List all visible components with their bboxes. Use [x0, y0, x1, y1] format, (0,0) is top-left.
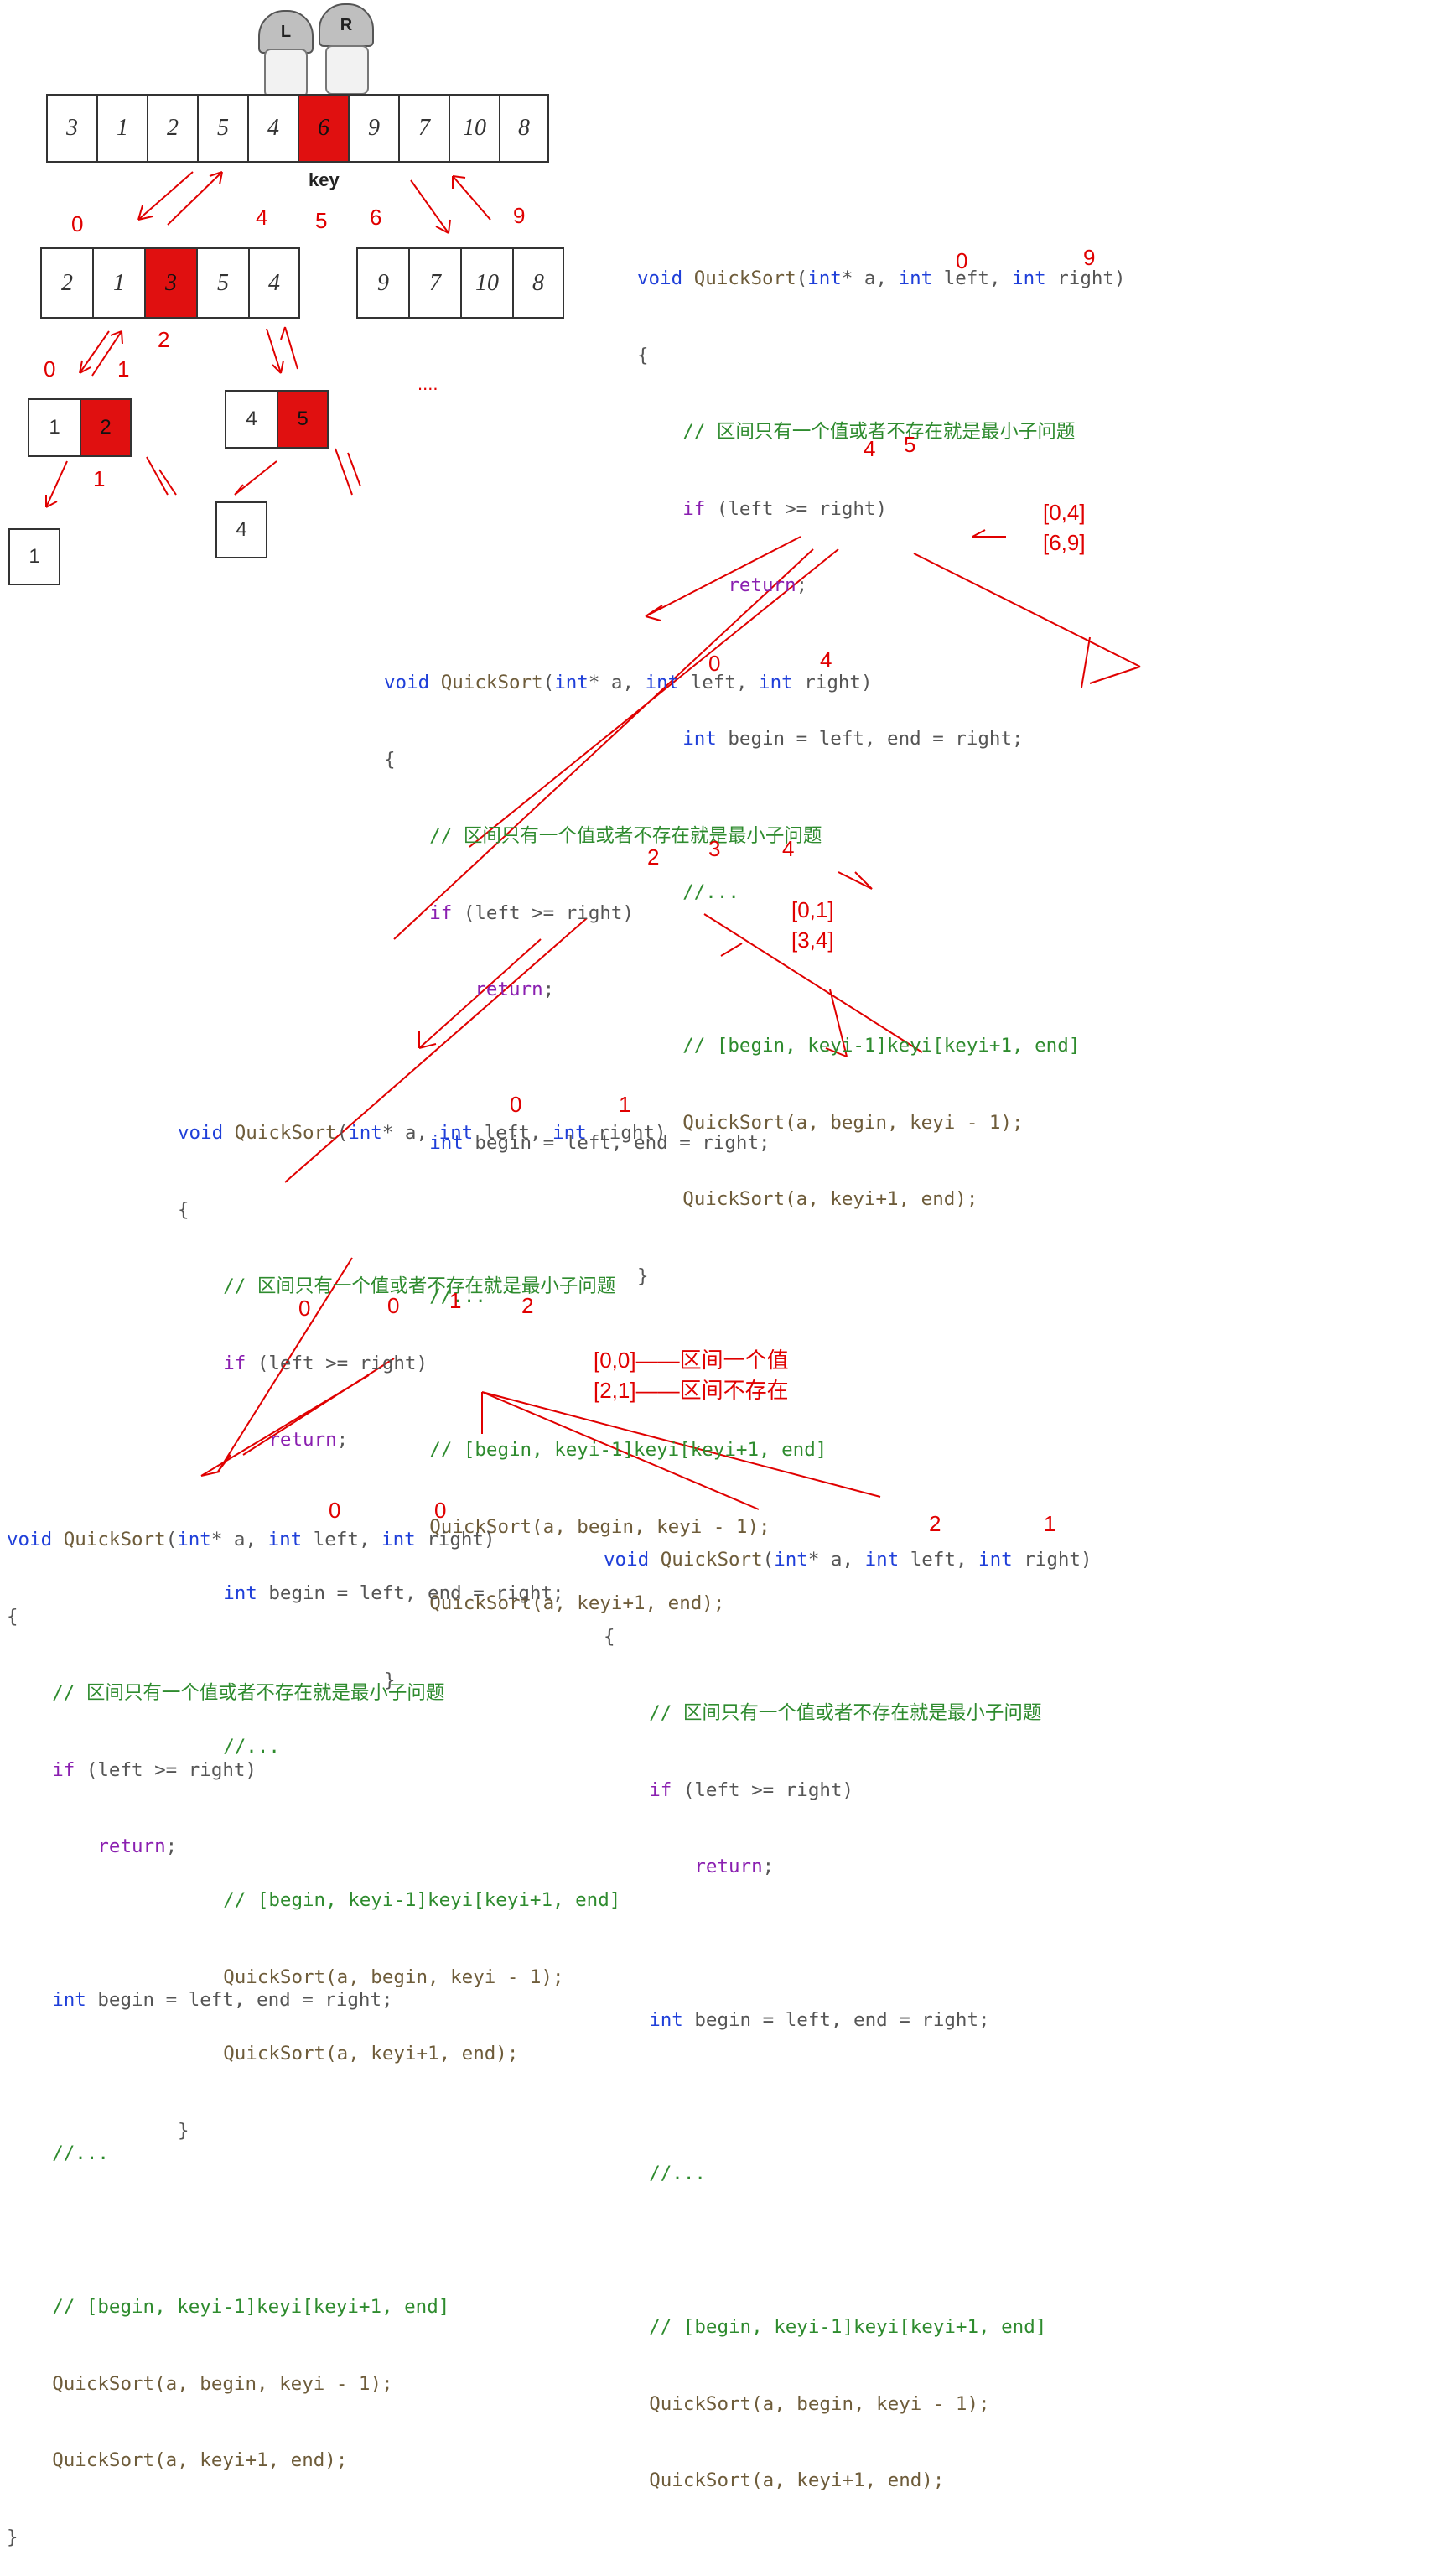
code-block-5: void QuickSort(int* a, int left, int rig…: [604, 1549, 1092, 2491]
array-cell: 5: [196, 247, 248, 319]
b3-note: 0: [387, 1293, 400, 1318]
array-cell-key: 5: [277, 390, 329, 449]
helmet-left-icon: L: [258, 10, 314, 54]
b3-note: 1: [449, 1288, 462, 1313]
top-array: 3 1 2 5 4 6 9 7 10 8: [46, 94, 549, 163]
b3-note: 0: [510, 1092, 522, 1117]
array-cell: 10: [449, 94, 499, 163]
array-cell: 2: [147, 94, 197, 163]
tree-index-l1b: 1: [93, 466, 106, 491]
b1-note: 0: [956, 248, 968, 273]
b3-note: 1: [619, 1092, 631, 1117]
code-block-1: void QuickSort(int* a, int left, int rig…: [637, 267, 1126, 1287]
array-cell-key: 3: [144, 247, 196, 319]
array-cell: 1: [28, 398, 80, 457]
b2-note: 4: [820, 647, 832, 673]
b3-note: 2: [521, 1293, 534, 1318]
b5-note: 2: [929, 1511, 941, 1536]
b1-range-right: [6,9]: [1043, 530, 1086, 555]
b3-range-left: [0,0]——区间一个值: [594, 1348, 789, 1373]
b1-note: 4: [864, 436, 876, 461]
b3-note: 0: [298, 1296, 311, 1321]
tree-index-4: 4: [256, 205, 268, 230]
array-cell-key: 2: [80, 398, 132, 457]
code-block-2: void QuickSort(int* a, int left, int rig…: [384, 672, 873, 1691]
array-cell: 7: [398, 94, 449, 163]
array-cell: 3: [46, 94, 96, 163]
level1-left-array: 2 1 3 5 4: [40, 247, 300, 319]
tree-index-2: 2: [158, 327, 170, 352]
b4-note: 0: [434, 1498, 447, 1523]
level1-right-array: 9 7 10 8: [356, 247, 564, 319]
array-cell: 8: [512, 247, 564, 319]
b1-range-left: [0,4]: [1043, 500, 1086, 525]
helmet-l-label: L: [280, 22, 292, 41]
figure-left-icon: [264, 49, 308, 98]
array-cell: 5: [197, 94, 247, 163]
b2-range-left: [0,1]: [791, 897, 834, 922]
key-label: key: [309, 169, 340, 190]
tree-index-l0: 0: [44, 356, 56, 382]
tree-index-5: 5: [315, 208, 328, 233]
figure-right-icon: [325, 45, 369, 95]
array-cell-key: 6: [298, 94, 348, 163]
b2-note: 3: [708, 836, 721, 861]
array-cell: 9: [356, 247, 408, 319]
array-cell: 4: [225, 390, 277, 449]
array-cell: 8: [499, 94, 549, 163]
array-cell: 1: [8, 528, 60, 585]
tree-index-0: 0: [71, 211, 84, 236]
array-cell: 1: [96, 94, 147, 163]
b3-range-right: [2,1]——区间不存在: [594, 1378, 789, 1403]
level2-right-array: 4 5: [225, 390, 329, 449]
b5-note: 1: [1044, 1511, 1056, 1536]
b4-note: 0: [329, 1498, 341, 1523]
array-cell: 7: [408, 247, 460, 319]
b1-note: 9: [1083, 245, 1096, 270]
level2-left-array: 1 2: [28, 398, 132, 457]
tree-index-6: 6: [370, 205, 382, 230]
b2-note: 0: [708, 651, 721, 676]
level3-right-array: 4: [215, 501, 267, 558]
b2-note: 4: [782, 836, 795, 861]
b2-range-right: [3,4]: [791, 927, 834, 953]
b2-note: 2: [647, 844, 660, 870]
ellipsis: ....: [418, 373, 438, 394]
array-cell: 4: [248, 247, 300, 319]
array-cell: 2: [40, 247, 92, 319]
helmet-r-label: R: [340, 15, 353, 34]
b1-note: 5: [904, 432, 916, 457]
array-cell: 1: [92, 247, 144, 319]
helmet-right-icon: R: [319, 3, 374, 47]
array-cell: 9: [348, 94, 398, 163]
array-cell: 4: [247, 94, 298, 163]
code-block-4: void QuickSort(int* a, int left, int rig…: [7, 1529, 495, 2548]
array-cell: 10: [460, 247, 512, 319]
annotation-arrows: [45, 171, 1141, 1510]
array-cell: 4: [215, 501, 267, 558]
tree-index-l1: 1: [117, 356, 130, 382]
tree-index-9: 9: [513, 203, 526, 228]
level3-left-array: 1: [8, 528, 60, 585]
